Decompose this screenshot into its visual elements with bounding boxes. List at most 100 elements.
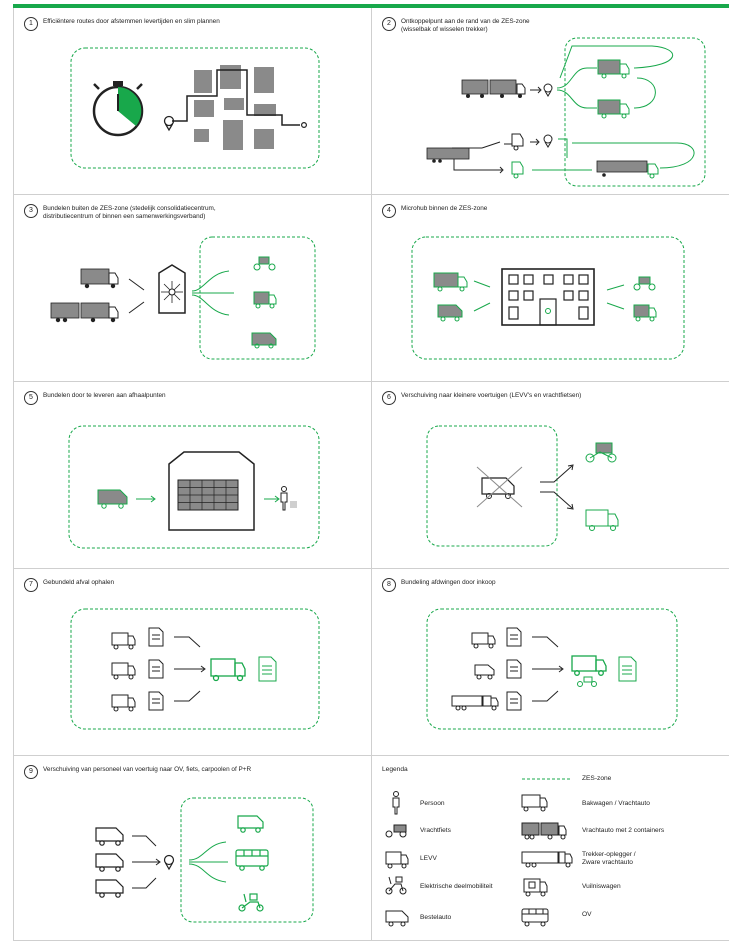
van-icon <box>437 304 463 322</box>
panel-1-illustration <box>70 47 320 169</box>
van-icon <box>95 827 124 898</box>
e-scooter-icon <box>385 876 407 895</box>
panel-title: Gebundeld afval ophalen <box>43 579 115 586</box>
legend-label-bakwagen: Bakwagen / Vrachtauto <box>582 800 650 807</box>
van-icon <box>237 815 264 833</box>
document-icon <box>618 656 637 682</box>
garbage-truck-icon <box>111 632 136 712</box>
document-icon <box>148 627 164 711</box>
panel-4: 4 Microhub binnen de ZES-zone <box>372 195 729 382</box>
legend-label-persoon: Persoon <box>420 800 445 807</box>
location-pin-icon <box>163 854 175 871</box>
legend-label-vrachtauto-2-containers: Vrachtauto met 2 containers <box>582 827 665 834</box>
panel-2: 2 Ontkoppelpunt aan de rand van de ZES-z… <box>372 8 729 195</box>
panel-title: Verschuiving van personeel van voertuig … <box>43 766 252 773</box>
panel-title: Bundelen buiten de ZES-zone (stedelijk c… <box>43 205 216 220</box>
bus-icon <box>235 849 269 871</box>
microhub-building-icon <box>501 268 595 326</box>
panel-8: 8 Bundeling afdwingen door inkoop <box>372 569 729 756</box>
levv-icon <box>585 509 619 531</box>
cargo-bike-icon <box>585 442 617 463</box>
legend-label-vuilniswagen: Vuilniswagen <box>582 883 621 890</box>
legend-label-zes-zone: ZES-zone <box>582 775 612 782</box>
legend-label-levv: LEVV <box>420 855 437 862</box>
box-truck-icon <box>571 655 607 676</box>
van-icon <box>251 332 277 349</box>
panel-5: 5 Bundelen door te leveren aan afhaalpun… <box>14 382 372 569</box>
panel-title: Verschuiving naar kleinere voertuigen (L… <box>401 392 582 399</box>
panel-title: Bundeling afdwingen door inkoop <box>401 579 496 586</box>
panel-title: Bundelen door te leveren aan afhaalpunte… <box>43 392 166 399</box>
panel-3-illustration <box>50 236 316 360</box>
cargo-bike-icon <box>253 256 276 271</box>
person-icon <box>280 486 288 511</box>
panel-number: 6 <box>382 391 396 405</box>
panel-9: 9 Verschuiving van personeel van voertui… <box>14 756 372 941</box>
person-icon <box>392 791 400 815</box>
van-icon <box>474 664 495 680</box>
truck-two-containers-icon <box>521 822 567 840</box>
truck-two-containers-icon <box>50 302 119 323</box>
truck-two-containers-icon <box>461 79 526 98</box>
location-pin-icon <box>163 115 175 132</box>
tractor-trailer-icon <box>426 147 470 163</box>
panel-number: 1 <box>24 17 38 31</box>
panel-6: 6 Verschuiving naar kleinere voertuigen … <box>372 382 729 569</box>
panel-number: 7 <box>24 578 38 592</box>
levv-icon <box>385 851 409 869</box>
legend-label-elektrische-deelmobiliteit: Elektrische deelmobiliteit <box>420 883 493 890</box>
legend-icons <box>385 778 573 927</box>
panel-title: Efficiëntere routes door afstemmen lever… <box>43 18 220 25</box>
bus-icon <box>521 908 549 927</box>
panel-9-illustration <box>95 797 314 923</box>
stopwatch-icon <box>92 81 144 137</box>
legend-label-bestelauto: Bestelauto <box>420 914 452 921</box>
document-icon <box>258 656 277 682</box>
panel-number: 2 <box>382 17 396 31</box>
box-truck-icon <box>80 268 119 289</box>
panel-title: Ontkoppelpunt aan de rand van de ZES-zon… <box>401 18 530 33</box>
panel-7-illustration <box>70 608 320 730</box>
tractor-trailer-icon <box>521 851 573 868</box>
strategy-grid: 1 Efficiëntere routes door afstemmen lev… <box>13 8 729 941</box>
tractor-trailer-icon <box>451 695 499 711</box>
box-truck-icon <box>597 59 630 119</box>
levv-icon <box>253 291 277 309</box>
top-accent-bar <box>13 4 729 8</box>
box-truck-icon <box>471 632 496 649</box>
panel-8-illustration <box>426 608 678 730</box>
e-scooter-icon <box>238 893 264 912</box>
panel-3: 3 Bundelen buiten de ZES-zone (stedelijk… <box>14 195 372 382</box>
panel-5-illustration <box>68 425 320 549</box>
legend-panel: Legenda <box>372 756 729 941</box>
cargo-bike-icon <box>385 824 407 838</box>
van-icon <box>481 477 515 499</box>
panel-title: Microhub binnen de ZES-zone <box>401 205 488 212</box>
panel-number: 8 <box>382 578 396 592</box>
panel-7: 7 Gebundeld afval ophalen <box>14 569 372 756</box>
city-map-icon <box>194 65 276 150</box>
levv-icon <box>633 304 657 322</box>
cross-icon <box>476 466 523 508</box>
document-icon <box>506 627 522 711</box>
panel-6-illustration <box>426 425 619 547</box>
panel-2-illustration <box>426 37 706 187</box>
cargo-bike-icon <box>577 676 597 687</box>
legend-title: Legenda <box>382 766 408 773</box>
legend-label-ov: OV <box>582 911 592 918</box>
panel-number: 9 <box>24 765 38 779</box>
panel-4-illustration <box>411 236 685 360</box>
panel-1: 1 Efficiëntere routes door afstemmen lev… <box>14 8 372 195</box>
box-truck-icon <box>521 794 548 812</box>
pickup-point-locker-icon <box>168 451 255 531</box>
panel-number: 4 <box>382 204 396 218</box>
van-icon <box>385 910 409 927</box>
legend-label-vrachtfiets: Vrachtfiets <box>420 827 451 834</box>
panel-number: 3 <box>24 204 38 218</box>
garbage-truck-icon <box>523 878 548 897</box>
legend-label-trekker-oplegger: Trekker-oplegger / Zware vrachtauto <box>582 851 636 866</box>
consolidation-center-icon <box>158 264 186 314</box>
cargo-bike-icon <box>633 276 656 291</box>
van-icon <box>97 489 128 509</box>
panel-number: 5 <box>24 391 38 405</box>
